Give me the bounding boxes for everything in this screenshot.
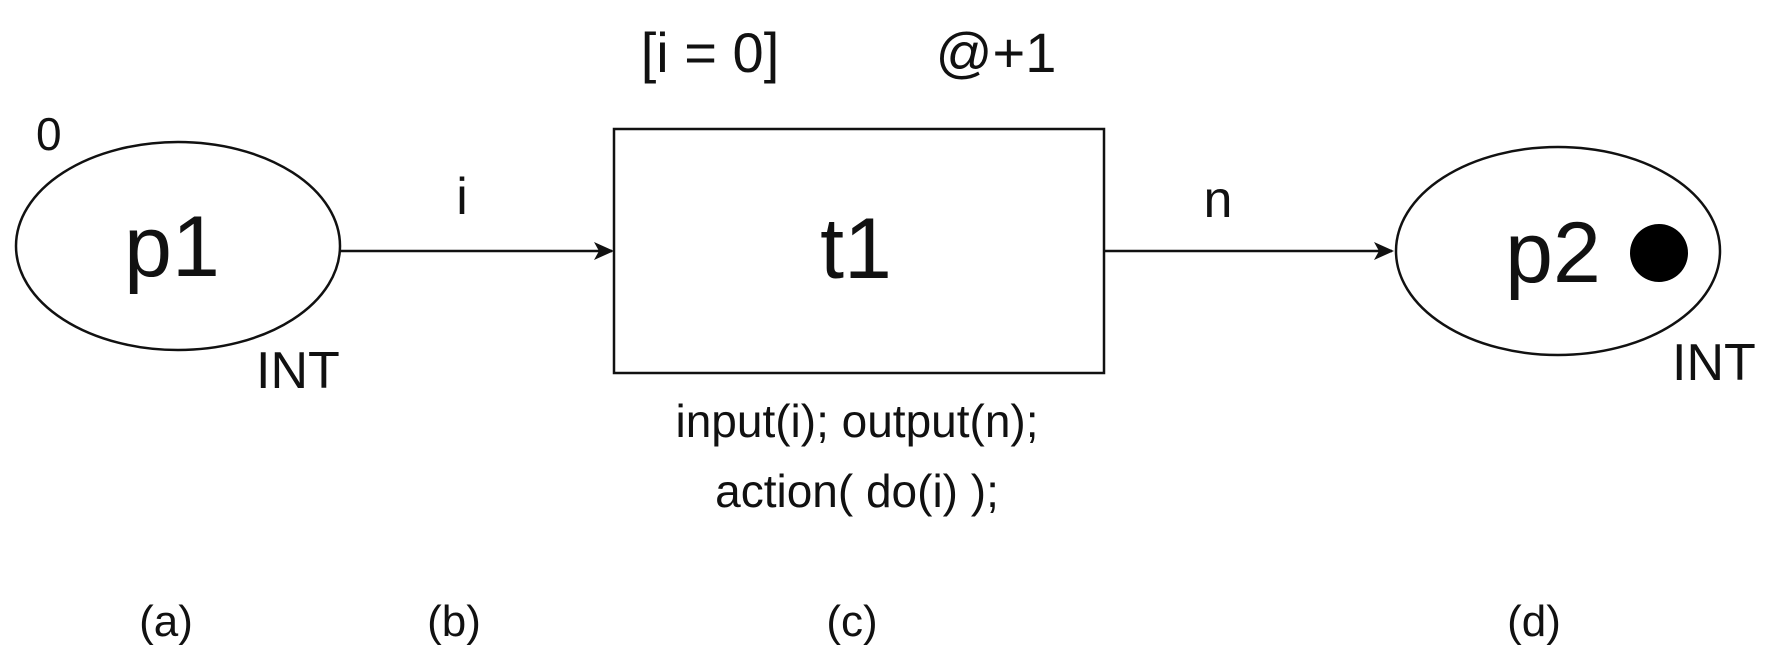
place-p2-name: p2 xyxy=(1505,205,1601,301)
caption-d: (d) xyxy=(1507,597,1561,646)
captions: (a) (b) (c) (d) xyxy=(139,597,1561,646)
place-p2-type: INT xyxy=(1672,334,1756,392)
caption-c: (c) xyxy=(826,597,877,646)
transition-t1-name: t1 xyxy=(820,201,892,297)
arc-t1-to-p2-label: n xyxy=(1204,171,1233,229)
place-p2-token xyxy=(1630,224,1688,282)
transition-t1-guard: [i = 0] xyxy=(641,21,780,84)
transition-t1-time-delay: @+1 xyxy=(936,21,1057,84)
place-p2: p2 INT xyxy=(1394,145,1756,392)
arc-p1-to-t1: i xyxy=(340,168,614,260)
place-p1: p1 0 INT xyxy=(14,108,342,400)
transition-t1-code-line2: action( do(i) ); xyxy=(715,465,999,517)
transition-t1: t1 [i = 0] @+1 input(i); output(n); acti… xyxy=(612,21,1106,517)
arc-p1-to-t1-label: i xyxy=(456,168,468,226)
place-p2-ellipse xyxy=(1394,145,1722,357)
caption-b: (b) xyxy=(427,597,481,646)
place-p1-name: p1 xyxy=(124,199,220,295)
place-p1-initial-marking: 0 xyxy=(36,108,62,160)
place-p1-ellipse xyxy=(14,140,342,352)
caption-a: (a) xyxy=(139,597,193,646)
place-p1-type: INT xyxy=(256,342,340,400)
arc-t1-to-p2: n xyxy=(1104,171,1394,260)
transition-t1-code-line1: input(i); output(n); xyxy=(675,395,1038,447)
